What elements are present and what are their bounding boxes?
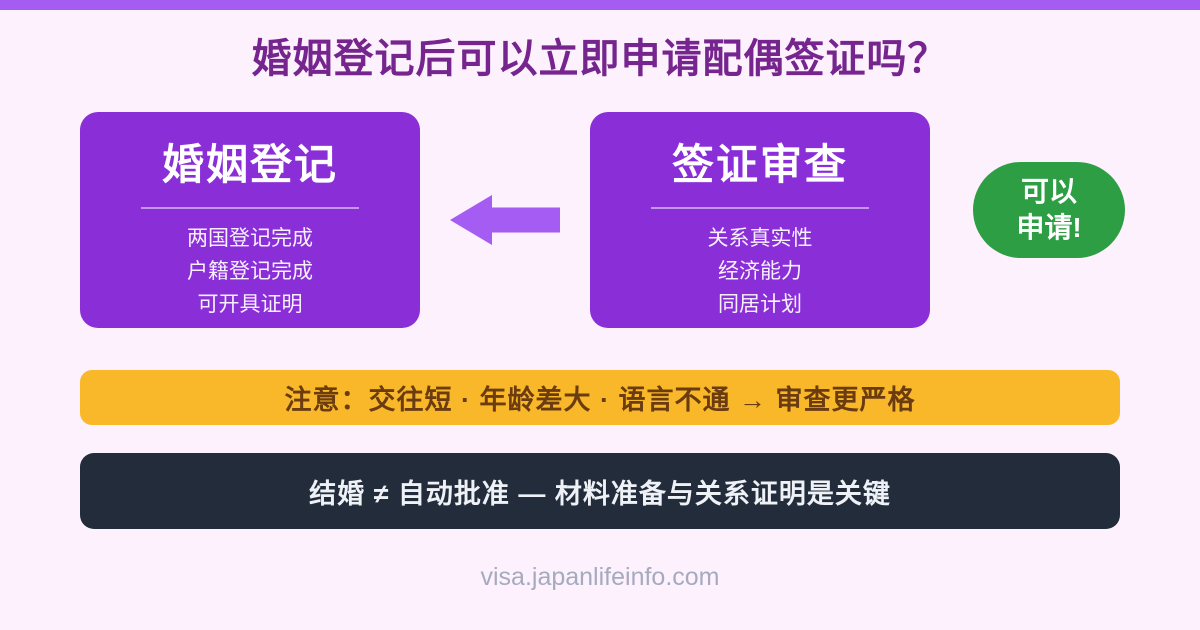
- top-accent-strip: [0, 0, 1200, 10]
- card-divider: [651, 207, 869, 209]
- card-title-visa: 签证审查: [671, 141, 848, 188]
- list-item: 可开具证明: [197, 293, 303, 316]
- left-arrow-icon: [450, 195, 560, 245]
- card-divider: [141, 207, 359, 209]
- card-title-marriage: 婚姻登记: [161, 141, 338, 188]
- list-item: 户籍登记完成: [187, 260, 313, 283]
- list-item: 经济能力: [718, 260, 802, 283]
- marriage-registration-card: 婚姻登记 两国登记完成 户籍登记完成 可开具证明: [80, 112, 420, 328]
- card-list-marriage: 两国登记完成 户籍登记完成 可开具证明: [80, 222, 420, 321]
- footer-url: visa.japanlifeinfo.com: [480, 563, 720, 591]
- list-item: 两国登记完成: [187, 227, 313, 250]
- list-item: 同居计划: [718, 293, 802, 316]
- approval-badge: 可以 申请!: [973, 162, 1125, 258]
- card-list-visa: 关系真实性 经济能力 同居计划: [590, 222, 930, 321]
- warning-bar: 注意：交往短 · 年龄差大 · 语言不通 → 审查更严格: [80, 370, 1120, 425]
- warning-text: 注意：交往短 · 年龄差大 · 语言不通 → 审查更严格: [284, 385, 916, 415]
- badge-line1: 可以: [1020, 176, 1077, 207]
- badge-line2: 申请!: [1016, 212, 1082, 243]
- list-item: 关系真实性: [707, 227, 813, 250]
- visa-review-card: 签证审查 关系真实性 经济能力 同居计划: [590, 112, 930, 328]
- conclusion-text: 结婚 ≠ 自动批准 — 材料准备与关系证明是关键: [309, 478, 891, 509]
- conclusion-bar: 结婚 ≠ 自动批准 — 材料准备与关系证明是关键: [80, 453, 1120, 529]
- page-title: 婚姻登记后可以立即申请配偶签证吗？: [251, 37, 949, 81]
